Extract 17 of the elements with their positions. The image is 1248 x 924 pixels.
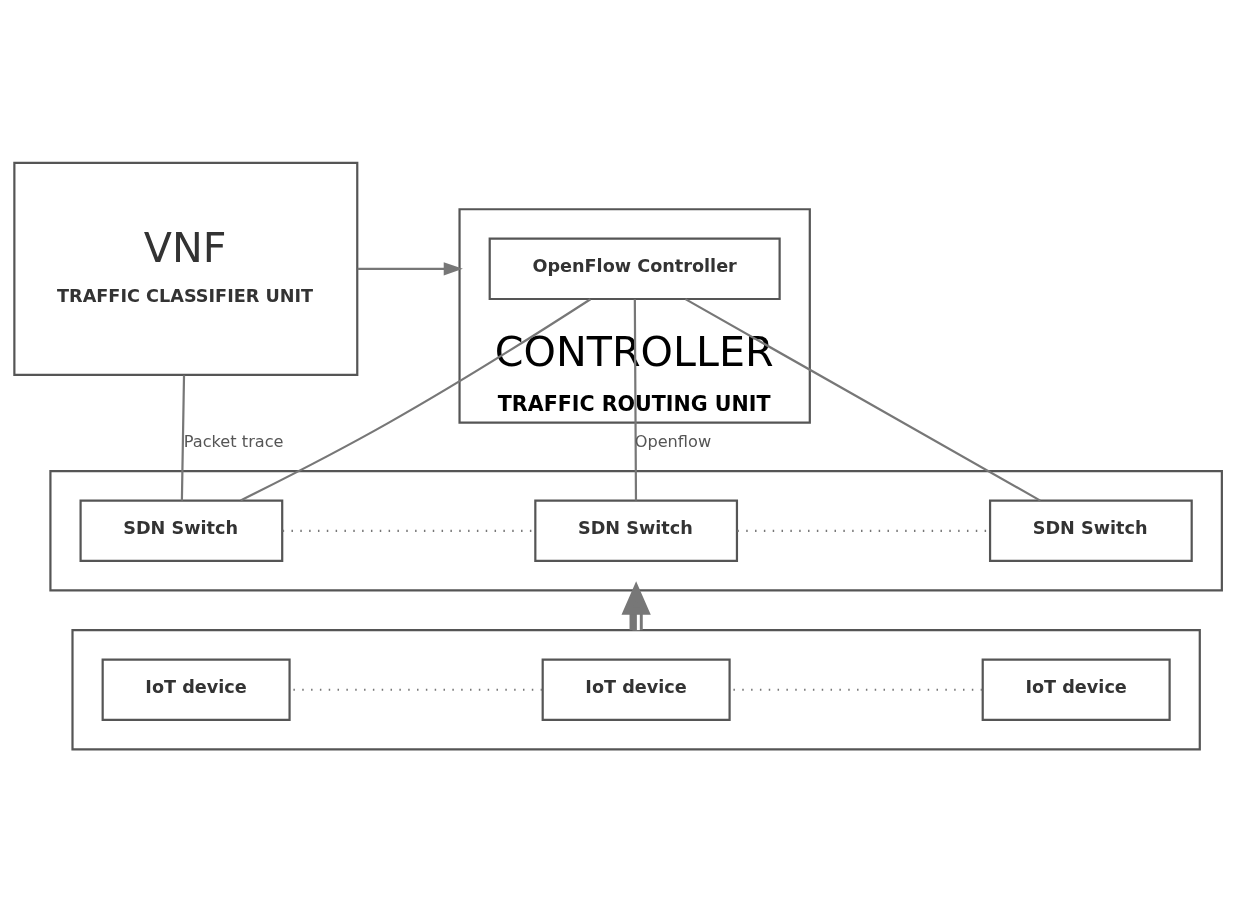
node-box: SDN Switch <box>988 499 1193 563</box>
edge-label: Packet trace <box>183 432 284 452</box>
connector <box>240 298 592 502</box>
connector <box>684 298 1041 502</box>
arrow <box>621 581 651 631</box>
node-box: SDN Switch <box>534 499 739 563</box>
node-box: OpenFlow Controller <box>488 237 781 301</box>
cluster <box>49 470 1223 592</box>
connector <box>180 375 186 501</box>
node-box: IoT device <box>981 658 1171 721</box>
arrow <box>357 262 463 276</box>
connector <box>633 299 638 501</box>
node-box: SDN Switch <box>79 499 284 563</box>
cluster <box>71 629 1201 751</box>
node-box: VNF TRAFFIC CLASSIFIER UNIT <box>13 161 359 376</box>
node-box: IoT device <box>541 658 731 721</box>
node-box: IoT device <box>101 658 291 721</box>
